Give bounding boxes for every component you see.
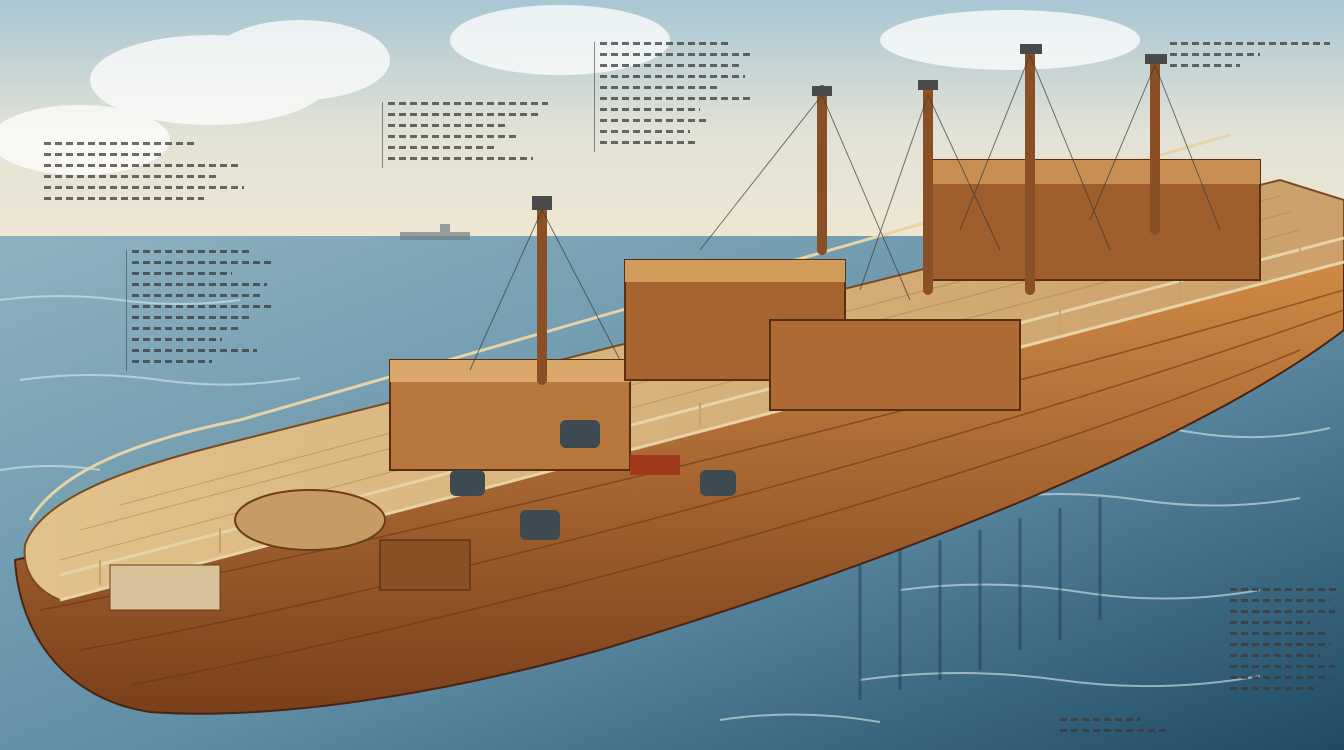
rigging [469, 54, 1221, 371]
mast-tops [532, 44, 1167, 210]
annotation-block-top-right [1170, 42, 1340, 75]
annotation-block-bottom [1060, 718, 1170, 740]
annotation-block-top-left [44, 142, 254, 208]
distant-ship [400, 224, 470, 240]
cabins [389, 159, 1261, 471]
water-reflection [858, 498, 1102, 700]
clouds [0, 5, 1140, 175]
deck-machinery [109, 420, 736, 611]
annotation-block-bottom-right [1230, 588, 1340, 698]
annotation-block-left [126, 250, 282, 371]
masts [537, 45, 1160, 385]
annotation-block-top [594, 42, 760, 152]
annotation-block-top-center [382, 102, 553, 168]
